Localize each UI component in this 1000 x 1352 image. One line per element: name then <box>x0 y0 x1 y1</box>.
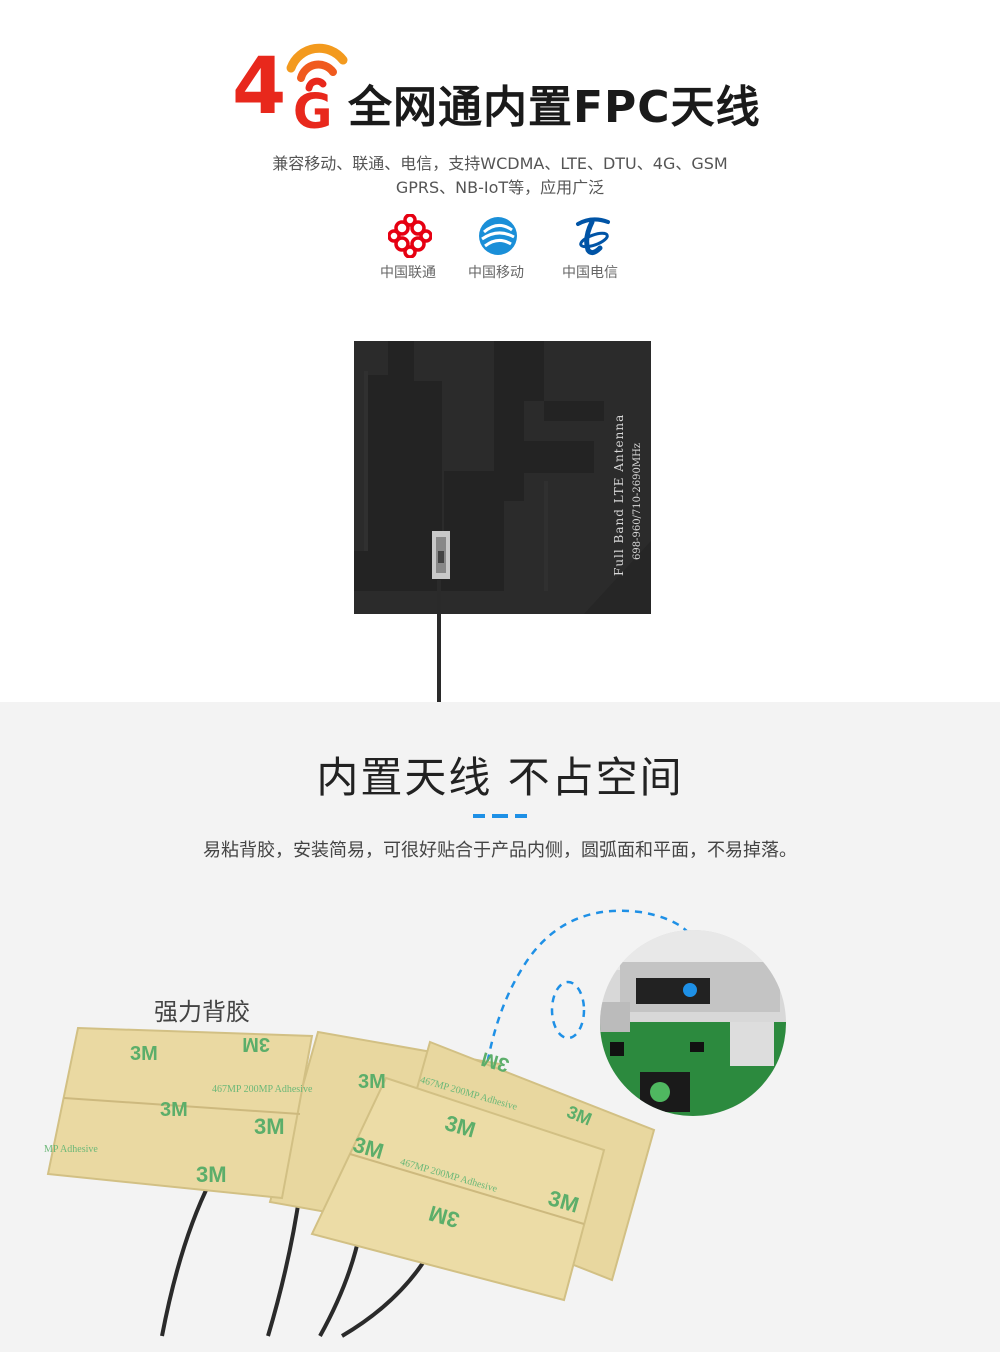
wifi-signal-icon <box>286 43 348 92</box>
adhesive-label: 强力背胶 <box>154 998 250 1026</box>
svg-text:3M: 3M <box>254 1114 285 1139</box>
page-title: 全网通内置FPC天线 <box>348 82 761 133</box>
svg-text:3M: 3M <box>160 1099 188 1121</box>
fpc-antenna-image <box>354 341 651 614</box>
svg-text:467MP 200MP Adhesive: 467MP 200MP Adhesive <box>212 1084 313 1095</box>
svg-text:3M: 3M <box>242 1033 270 1055</box>
adhesive-antennas-photo: 3M 3M 3M 3M 3M 3M 3M 3M 3M 3M 3M 3M 467M… <box>44 909 786 1338</box>
section-title: 内置天线 不占空间 <box>316 753 684 802</box>
title-underline-dash <box>515 814 527 818</box>
svg-text:3M: 3M <box>358 1071 386 1093</box>
antenna-cable <box>437 580 441 702</box>
subtitle-line-2: GPRS、NB-IoT等，应用广泛 <box>395 178 605 197</box>
carrier-label: 中国电信 <box>562 265 618 281</box>
svg-text:MP Adhesive: MP Adhesive <box>44 1144 98 1155</box>
antenna-label-line-1: Full Band LTE Antenna <box>612 413 626 576</box>
china-telecom-logo-icon <box>576 217 610 256</box>
carrier-label: 中国联通 <box>380 265 436 281</box>
svg-text:3M: 3M <box>196 1162 227 1187</box>
section-description: 易粘背胶，安装简易，可很好贴合于产品内侧，圆弧面和平面，不易掉落。 <box>203 840 797 861</box>
title-underline-dash <box>473 814 485 818</box>
china-unicom-logo-icon <box>388 214 432 258</box>
logo-4: 4 <box>232 42 287 132</box>
subtitle-line-1: 兼容移动、联通、电信，支持WCDMA、LTE、DTU、4G、GSM <box>272 154 728 173</box>
antenna-label-line-2: 698-960/710-2690MHz <box>632 442 643 560</box>
svg-text:3M: 3M <box>130 1043 158 1065</box>
carrier-label: 中国移动 <box>468 265 524 281</box>
logo-g: G <box>293 84 333 140</box>
carrier-logos: 中国联通 中国移动 中国电信 <box>0 214 1000 294</box>
title-underline-dash <box>492 814 508 818</box>
china-mobile-logo-icon <box>479 217 517 255</box>
